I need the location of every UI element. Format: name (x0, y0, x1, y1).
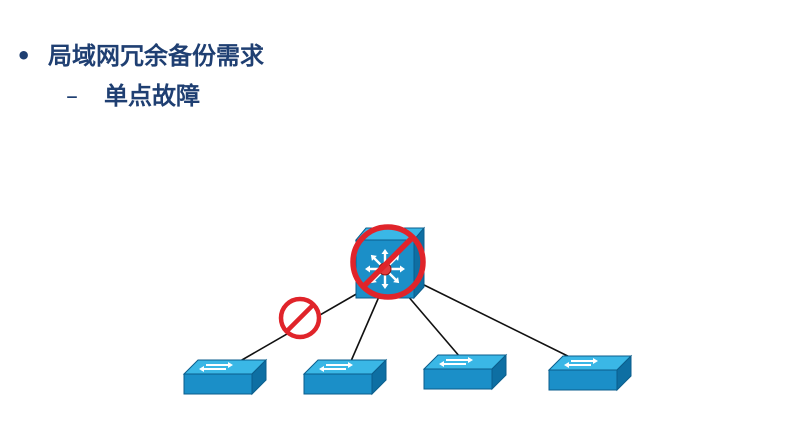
access-switch-4-icon (547, 354, 633, 392)
bullet-dot: • (16, 42, 32, 70)
link-core-access-3 (400, 287, 467, 365)
core-failure-prohibit-icon (350, 224, 426, 300)
slide-subtitle: 单点故障 (104, 82, 200, 110)
link-failure-prohibit-icon (278, 296, 322, 340)
bullet-level-2: –单点故障 (66, 76, 200, 111)
bullet-level-1: • 局域网冗余备份需求 (16, 36, 264, 71)
link-core-access-4 (413, 279, 593, 369)
access-switch-1-icon (182, 358, 268, 396)
bullet-dash: – (66, 82, 78, 110)
link-core-access-2 (347, 291, 382, 369)
access-switch-3-icon (422, 353, 508, 391)
access-switch-2-icon (302, 358, 388, 396)
slide-title: 局域网冗余备份需求 (48, 42, 264, 70)
